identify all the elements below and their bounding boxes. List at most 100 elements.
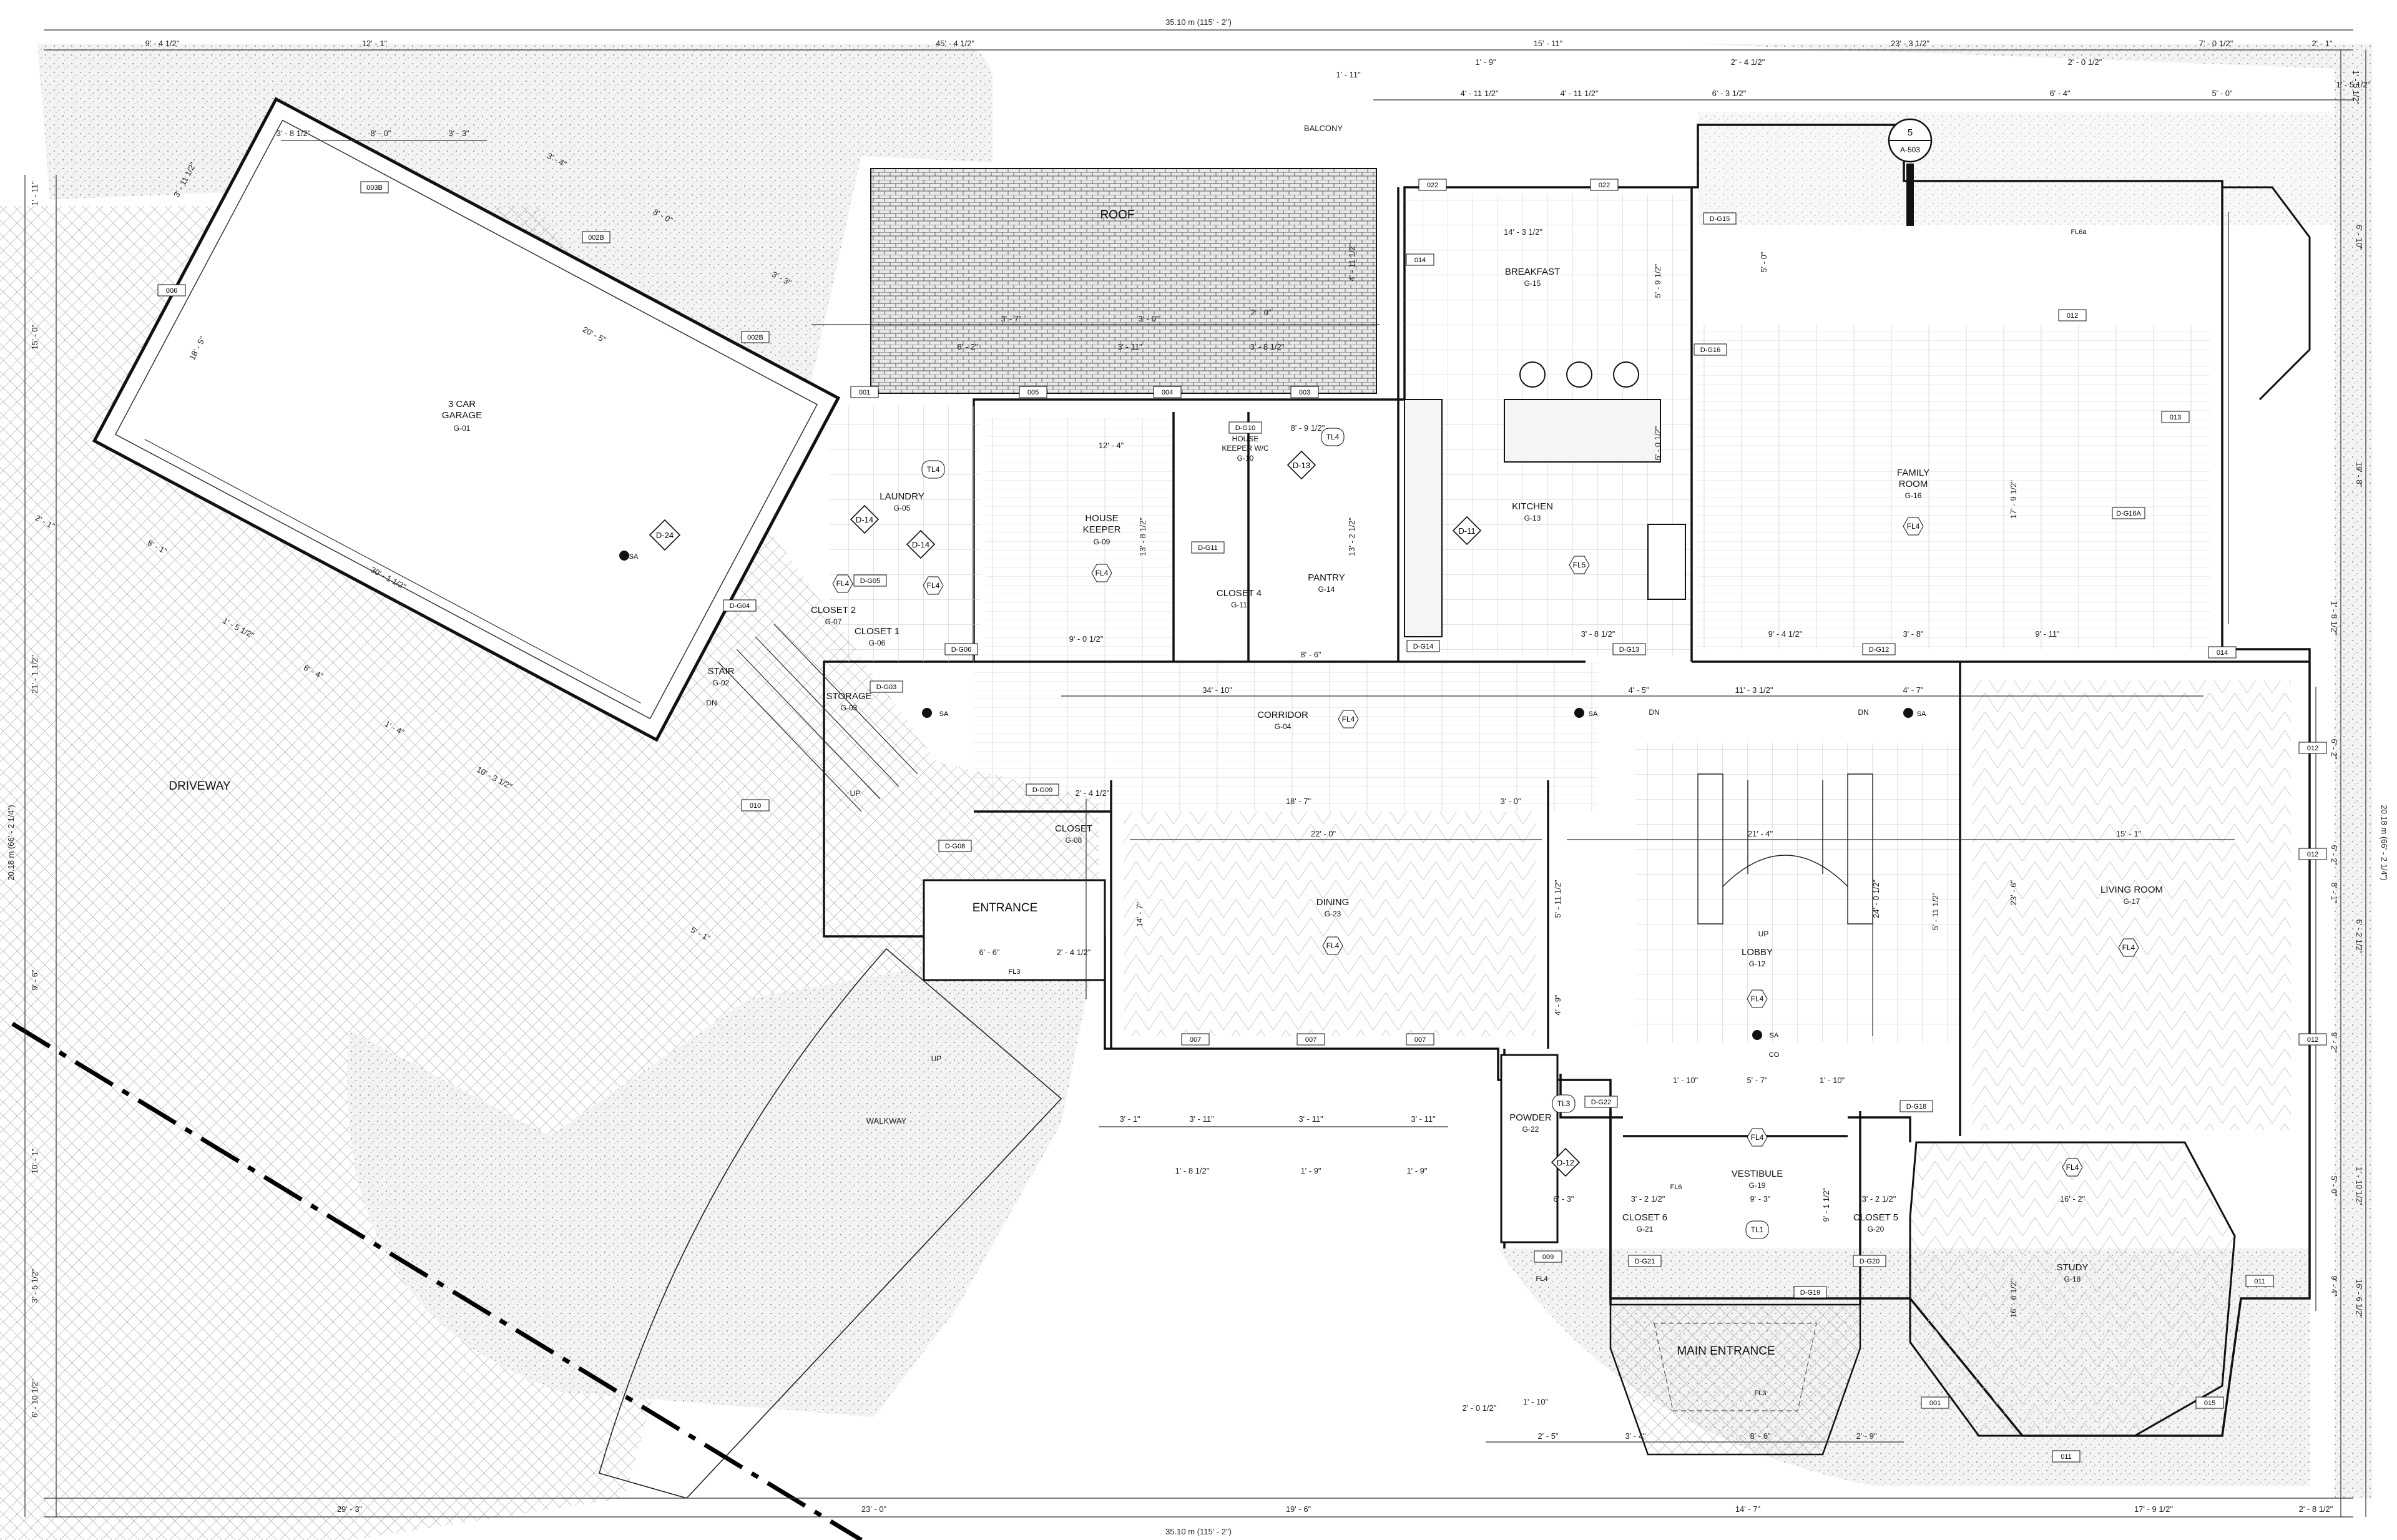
room-name: BREAKFAST bbox=[1505, 267, 1560, 277]
dim: 12' - 4" bbox=[1099, 441, 1124, 450]
door-tag: D-G11 bbox=[1198, 544, 1218, 552]
dim: 6' - 3" bbox=[1553, 1194, 1574, 1204]
room-name: KITCHEN bbox=[1512, 501, 1553, 512]
door-tag: D-G19 bbox=[1800, 1289, 1820, 1297]
dim: 3' - 3" bbox=[448, 129, 469, 138]
door-tag: D-G15 bbox=[1710, 215, 1730, 223]
room-name: STORAGE bbox=[826, 691, 871, 702]
window-tag: 002B bbox=[588, 234, 604, 242]
room-tag: G-19 bbox=[1749, 1181, 1766, 1190]
dim: 1' - 5 1/2" bbox=[2351, 71, 2361, 105]
room-tag: G-09 bbox=[1094, 537, 1110, 546]
dim: 3' - 8" bbox=[1903, 629, 1923, 639]
door-tag: D-G05 bbox=[860, 577, 880, 585]
garage-stair bbox=[717, 624, 918, 812]
dim: 2' - 4 1/2" bbox=[1076, 788, 1110, 798]
up-label: UP bbox=[931, 1054, 942, 1063]
section-marker: 5 A-503 bbox=[1888, 118, 1933, 226]
key-tags: D-24 D-14 D-14 D-13 D-11 D-12 bbox=[649, 450, 1581, 1177]
finish-tag: FL4 bbox=[1751, 1133, 1764, 1142]
dim: 3' - 8 1/2" bbox=[1581, 629, 1615, 639]
dim: 2' - 4 1/2" bbox=[1731, 57, 1765, 67]
up-label: UP bbox=[1758, 929, 1769, 938]
finish-tag: FL5 bbox=[1573, 561, 1586, 569]
overall-dim-left: 20.18 m (66' - 2 1/4") bbox=[6, 805, 16, 880]
dim: 8' - 9 1/2" bbox=[1291, 423, 1325, 433]
walkway-path bbox=[599, 948, 1062, 1499]
window-tag: 003B bbox=[366, 184, 383, 192]
room-name: CLOSET 2 bbox=[811, 605, 856, 616]
room-name: DINING bbox=[1316, 897, 1350, 908]
room-name: GARAGE bbox=[442, 410, 482, 421]
dim: 15' - 1" bbox=[2116, 829, 2142, 838]
dim: 8' - 1" bbox=[2330, 882, 2339, 903]
dim: 9' - 3" bbox=[1750, 1194, 1770, 1204]
finish-tag: FL4 bbox=[1907, 522, 1920, 531]
family-floor bbox=[1698, 325, 2210, 649]
room-tag: G-04 bbox=[1275, 722, 1292, 731]
dim: 3' - 11" bbox=[1117, 342, 1142, 351]
door-tag: D-G16 bbox=[1700, 346, 1720, 354]
room-tag: G-05 bbox=[894, 504, 911, 513]
room-tag: G-18 bbox=[2064, 1275, 2081, 1283]
dim: 17' - 9 1/2" bbox=[2009, 480, 2018, 519]
dim: 23' - 6" bbox=[2009, 880, 2018, 905]
room-tag: G-23 bbox=[1325, 910, 1341, 918]
tile-tag: TL4 bbox=[927, 465, 940, 474]
main-entrance-porch bbox=[1609, 1303, 1861, 1456]
powder-room bbox=[1500, 1054, 1559, 1243]
misc-label: SA bbox=[939, 710, 949, 718]
finish-tag: FL4 bbox=[1342, 715, 1355, 723]
room-tag: G-14 bbox=[1318, 585, 1335, 594]
dim: 9' - 4 1/2" bbox=[145, 39, 180, 48]
finish-tag: FL4 bbox=[836, 579, 850, 588]
dim: 1' - 10" bbox=[1673, 1076, 1698, 1085]
dim: 2' - 0 1/2" bbox=[2068, 57, 2102, 67]
window-tag: 012 bbox=[2307, 745, 2318, 752]
dim: 3' - 11" bbox=[1298, 1114, 1323, 1124]
dim: 9' - 0 1/2" bbox=[1069, 634, 1104, 644]
room-name: CLOSET bbox=[1055, 823, 1092, 834]
room-name: LIVING ROOM bbox=[2100, 885, 2163, 895]
dim: 29' - 3" bbox=[337, 1504, 363, 1514]
room-tag: G-06 bbox=[869, 639, 886, 647]
dim: 2' - 0 1/2" bbox=[1463, 1403, 1497, 1413]
misc-label: FL4 bbox=[1536, 1275, 1548, 1283]
corridor-floor bbox=[974, 662, 1598, 812]
bar-stool bbox=[1519, 361, 1546, 388]
room-tag: G-20 bbox=[1868, 1225, 1885, 1233]
smoke-alarm-icon bbox=[1574, 708, 1584, 718]
dim: 4' - 11 1/2" bbox=[1347, 243, 1356, 281]
dim: 5' - 0" bbox=[2330, 1175, 2339, 1196]
dim: 45' - 4 1/2" bbox=[936, 39, 974, 48]
small-labels: FL6a FL6 FL3 FL3 SA SA SA SA SA FL4 CO bbox=[629, 228, 2087, 1397]
dim: 15' - 11" bbox=[1534, 39, 1563, 48]
dim: 9' - 4" bbox=[2330, 1275, 2339, 1296]
window-tag: 007 bbox=[1414, 1036, 1426, 1044]
room-name: KEEPER bbox=[1083, 524, 1121, 535]
dim: 8' - 6" bbox=[1750, 1431, 1770, 1441]
smoke-alarm-icon bbox=[619, 551, 629, 561]
dim: 14' - 7" bbox=[1735, 1504, 1761, 1514]
door-tag: D-G13 bbox=[1619, 646, 1639, 654]
garage bbox=[92, 97, 841, 742]
door-tag: D-G03 bbox=[876, 684, 896, 691]
kitchen-counter bbox=[1404, 399, 1443, 637]
dim-lines bbox=[24, 29, 2366, 1518]
dim: 4' - 11 1/2" bbox=[1560, 89, 1598, 98]
overall-dim-bottom: 35.10 m (115' - 2") bbox=[1165, 1527, 1232, 1536]
window-tag: 012 bbox=[2307, 851, 2318, 858]
dim: 1' - 11" bbox=[30, 181, 39, 206]
window-tag: 003 bbox=[1299, 389, 1310, 396]
dim: 1' - 10 1/2" bbox=[2355, 1167, 2364, 1205]
tile-tag: TL1 bbox=[1751, 1225, 1764, 1234]
patio-ne bbox=[1698, 112, 2347, 225]
room-tag: G-16 bbox=[1905, 491, 1922, 500]
window-tag: 014 bbox=[1414, 257, 1426, 264]
up-label: UP bbox=[850, 789, 861, 798]
misc-label: SA bbox=[1917, 710, 1926, 718]
window-tag: 022 bbox=[1599, 182, 1610, 189]
room-tag: G-08 bbox=[1066, 836, 1082, 845]
key-tag: D-13 bbox=[1293, 461, 1310, 470]
room-name: FAMILY bbox=[1897, 468, 1929, 478]
